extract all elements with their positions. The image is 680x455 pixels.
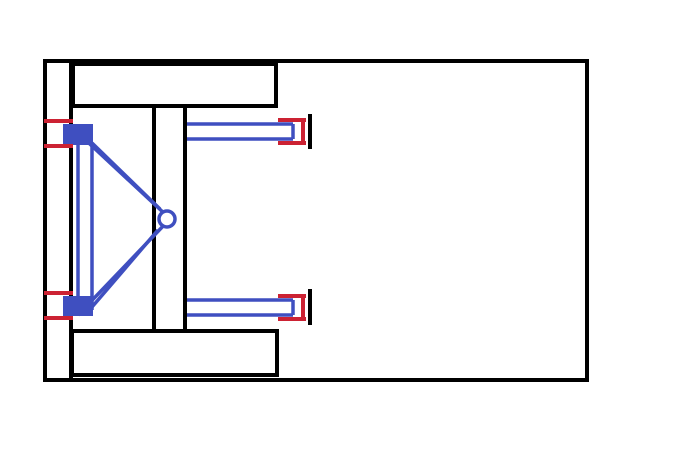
- lower-arm: [187, 298, 295, 317]
- outer-frame: [43, 59, 589, 382]
- triangular-linkage: [76, 131, 168, 317]
- upper-arm: [187, 122, 295, 141]
- top-pivot-block: [63, 124, 93, 145]
- left-mount-bottom: [44, 291, 73, 320]
- bottom-block: [70, 329, 279, 377]
- bottom-pivot-block: [63, 296, 93, 316]
- left-mount-top: [44, 119, 73, 148]
- pivot-joint: [157, 209, 177, 229]
- right-mount-bottom: [278, 294, 306, 321]
- right-mount-top: [278, 118, 306, 145]
- top-block: [71, 62, 278, 108]
